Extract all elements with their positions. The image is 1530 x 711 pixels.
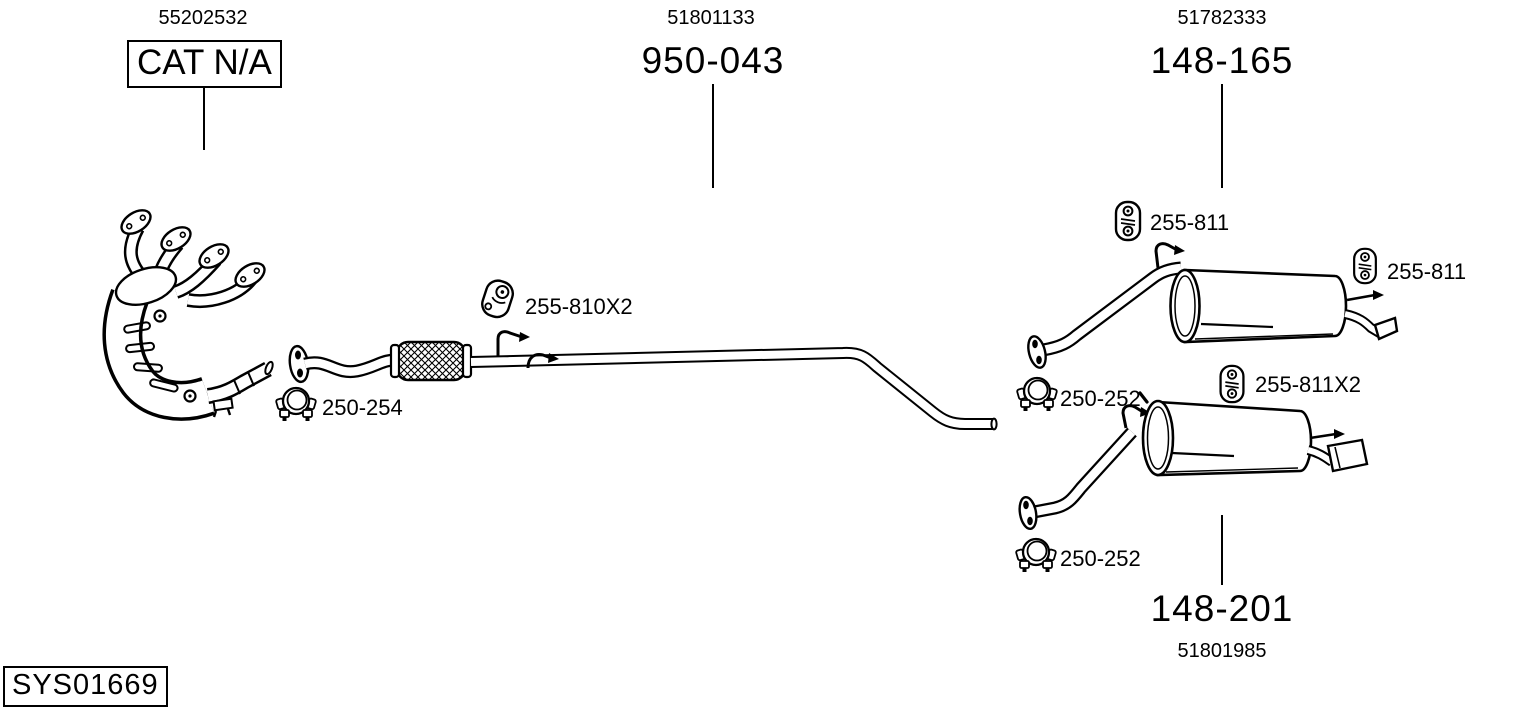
- callout-label: 250-254: [322, 395, 403, 420]
- rear-muffler-165-drawing: [1027, 242, 1399, 369]
- part-number-catalyst: CAT N/A: [127, 40, 282, 88]
- rubber-hanger-icon: [1114, 200, 1142, 242]
- callout-label: 250-252: [1060, 386, 1141, 411]
- hanger-rod-front: [496, 330, 530, 357]
- part-number-center-pipe: 950-043: [641, 40, 785, 81]
- oe-number-muffler-201: 51801985: [1177, 640, 1267, 662]
- catalyst-drawing: [102, 209, 274, 421]
- oe-number-catalyst: 55202532: [158, 7, 248, 29]
- callout-label: 250-252: [1060, 546, 1141, 571]
- oe-number-muffler-165: 51782333: [1177, 7, 1267, 29]
- rubber-hanger-icon: [481, 279, 515, 319]
- pipe-clamp-icon: [1015, 537, 1057, 572]
- pipe-clamp-icon: [275, 386, 317, 421]
- rear-muffler-201-drawing: [1018, 399, 1369, 531]
- pipe-inlet-flange: [288, 344, 310, 384]
- callout-label: 255-811: [1150, 210, 1230, 235]
- rubber-hanger-icon: [1219, 364, 1245, 404]
- system-code: SYS01669: [3, 666, 168, 707]
- leader-line-catalyst: [203, 86, 205, 150]
- callout-label: 255-811X2: [1255, 372, 1362, 397]
- oe-number-center-pipe: 51801133: [667, 7, 755, 29]
- pipe-clamp-icon: [1016, 376, 1058, 411]
- part-number-muffler-165: 148-165: [1150, 40, 1294, 81]
- center-pipe-drawing: [288, 330, 998, 431]
- callout-tick: [1138, 391, 1149, 404]
- leader-line-center-pipe: [712, 84, 714, 188]
- leader-line-muffler-165: [1221, 84, 1223, 188]
- callout-label: 255-811: [1387, 259, 1467, 284]
- hanger-rod-rear: [526, 353, 559, 369]
- part-number-muffler-201: 148-201: [1150, 588, 1294, 629]
- manifold-flanges: [120, 209, 266, 288]
- leader-line-muffler-201: [1221, 515, 1223, 585]
- rubber-hanger-icon: [1353, 247, 1377, 285]
- callout-label: 255-810X2: [525, 294, 633, 319]
